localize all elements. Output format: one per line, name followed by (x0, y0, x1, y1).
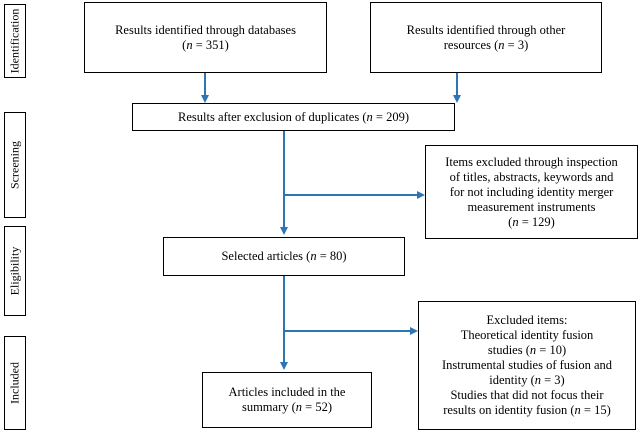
box-after-duplicates: Results after exclusion of duplicates (n… (132, 103, 455, 131)
box-excluded-screening: Items excluded through inspection of tit… (425, 145, 638, 239)
stage-screening-label: Screening (7, 141, 22, 189)
box-databases: Results identified through databases (n … (84, 2, 327, 73)
stage-identification-label: Identification (7, 8, 22, 74)
stage-identification: Identification (4, 4, 26, 78)
stage-included-label: Included (7, 362, 22, 404)
box-selected-articles: Selected articles (n = 80) (163, 237, 405, 276)
box-included-summary: Articles included in the summary (n = 52… (202, 372, 372, 428)
stage-included: Included (4, 336, 26, 430)
stage-eligibility: Eligibility (4, 226, 26, 316)
box-excluded-items: Excluded items: Theoretical identity fus… (418, 301, 636, 430)
box-other-resources: Results identified through other resourc… (370, 2, 602, 73)
stage-eligibility-label: Eligibility (7, 246, 22, 296)
stage-screening: Screening (4, 112, 26, 218)
